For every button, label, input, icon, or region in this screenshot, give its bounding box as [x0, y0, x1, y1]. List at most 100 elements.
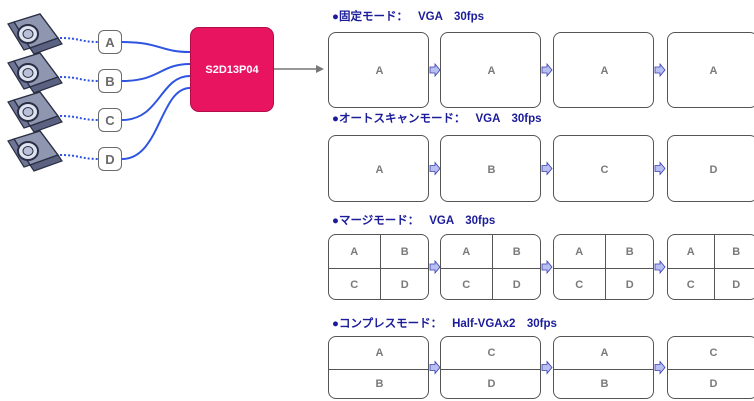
frame-cell: C — [350, 278, 359, 291]
input-cable — [121, 75, 191, 121]
camera-label-a: A — [98, 30, 122, 54]
frame-cell: D — [709, 163, 718, 176]
s2d13p04-chip: S2D13P04 — [190, 27, 274, 112]
camera-lens-inner — [22, 107, 34, 117]
camera-label-d: D — [98, 147, 122, 171]
output-frame: A — [553, 32, 654, 108]
frame-cell: D — [400, 278, 409, 291]
camera-side — [29, 154, 63, 172]
frame-cell: C — [686, 278, 695, 291]
step-arrow — [654, 259, 666, 275]
frame-cell: C — [709, 346, 718, 359]
mode-title: ●固定モード：VGA 30fps — [332, 8, 484, 24]
mode-name: ●コンプレスモード： — [332, 318, 443, 330]
frame-divider — [604, 235, 606, 299]
frame-divider — [329, 368, 428, 370]
frame-cell: C — [462, 278, 471, 291]
camera-label-b: B — [98, 69, 122, 93]
frame-cell: D — [625, 278, 634, 291]
camera-lens-inner — [22, 29, 34, 39]
output-frame: B — [440, 135, 541, 202]
frame-cell: B — [512, 245, 521, 258]
step-arrow — [654, 360, 666, 375]
step-arrow — [541, 259, 553, 275]
camera-icon — [7, 130, 63, 172]
step-arrow — [654, 62, 666, 78]
mode-title: ●マージモード：VGA 30fps — [332, 212, 495, 228]
mode-spec: VGA 30fps — [429, 215, 496, 227]
mode-name: ●固定モード： — [332, 11, 408, 23]
frame-cell: B — [600, 378, 609, 391]
frame-divider — [379, 235, 381, 299]
camera-lens-inner — [22, 146, 34, 156]
input-cable — [121, 87, 191, 160]
camera-icon — [7, 52, 63, 94]
input-cable — [121, 63, 191, 82]
output-frame: D — [667, 135, 754, 202]
frame-cell: A — [375, 65, 384, 77]
output-frame: A B C D — [328, 234, 429, 300]
output-frame: A — [440, 32, 541, 108]
frame-cell: B — [487, 163, 496, 176]
frame-divider — [441, 268, 540, 269]
frame-cell: C — [575, 278, 584, 291]
step-arrow — [429, 259, 441, 275]
step-arrow — [429, 360, 441, 375]
step-arrow — [429, 161, 441, 176]
frame-cell: B — [375, 378, 384, 391]
step-arrow — [541, 62, 553, 78]
camera-icon — [7, 13, 63, 55]
frame-cell: A — [375, 163, 384, 176]
frame-divider — [713, 235, 715, 299]
step-arrow — [429, 62, 441, 78]
camera-label-c: C — [98, 108, 122, 132]
mode-title: ●コンプレスモード： Half-VGAx2 30fps — [332, 315, 557, 331]
chip-label: S2D13P04 — [205, 63, 259, 76]
output-frame: A — [328, 135, 429, 202]
step-arrow — [541, 161, 553, 176]
step-arrow — [654, 161, 666, 176]
frame-cell: B — [732, 245, 741, 258]
frame-cell: D — [709, 378, 718, 391]
frame-cell: B — [400, 245, 409, 258]
frame-cell: A — [487, 65, 496, 77]
frame-cell: A — [575, 245, 584, 258]
camera-icon — [7, 91, 63, 133]
mode-title: ●オートスキャンモード：VGA 30fps — [332, 110, 542, 126]
frame-divider — [554, 268, 653, 269]
frame-cell: C — [487, 346, 496, 359]
frame-divider — [554, 368, 653, 370]
frame-cell: A — [375, 346, 384, 359]
frame-cell: A — [709, 65, 718, 77]
frame-divider — [441, 368, 540, 370]
frame-cell: A — [350, 245, 359, 258]
camera-side — [29, 37, 63, 55]
output-frame: A — [667, 32, 754, 108]
frame-divider — [329, 268, 428, 269]
step-arrow — [541, 360, 553, 375]
frame-cell: A — [600, 65, 609, 77]
frame-cell: D — [512, 278, 521, 291]
frame-divider — [668, 268, 754, 269]
frame-cell: D — [487, 378, 496, 391]
mode-name: ●オートスキャンモード： — [332, 113, 466, 125]
camera-cable — [59, 115, 99, 121]
frame-cell: B — [625, 245, 634, 258]
frame-divider — [668, 368, 754, 370]
camera-cable — [59, 37, 99, 43]
camera-cable — [59, 76, 99, 82]
frame-cell: C — [600, 163, 609, 176]
frame-cell: A — [686, 245, 695, 258]
frame-divider — [491, 235, 493, 299]
mode-spec: Half-VGAx2 30fps — [452, 318, 557, 330]
camera-side — [29, 115, 63, 133]
camera-cable — [59, 154, 99, 160]
